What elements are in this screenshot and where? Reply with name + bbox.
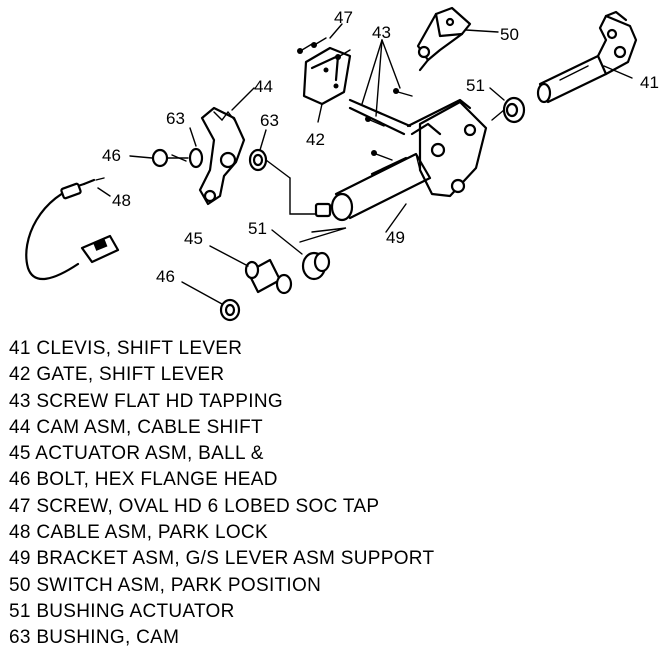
legend-item: 42 GATE, SHIFT LEVER (9, 364, 225, 386)
callout-43: 43 (372, 23, 391, 42)
legend-item: 41 CLEVIS, SHIFT LEVER (9, 338, 243, 359)
callout-46-upper: 46 (102, 146, 121, 165)
legend-item: 49 BRACKET ASM, G/S LEVER ASM SUPPORT (9, 548, 435, 570)
legend-item: 47 SCREW, OVAL HD 6 LOBED SOC TAP (9, 495, 380, 517)
part-46-bolt-lower (219, 298, 241, 322)
callout-47: 47 (334, 8, 353, 27)
part-63-bushing-cam-left (188, 147, 204, 169)
part-51-bushing-actuator-upper (491, 96, 526, 124)
part-46-bolt-upper (151, 148, 189, 168)
callout-49: 49 (386, 228, 405, 247)
callout-63-right: 63 (260, 111, 279, 130)
part-50-switch-park-position (416, 6, 472, 72)
part-41-clevis-shift-lever (536, 10, 638, 104)
legend-item: 45 ACTUATOR ASM, BALL & (9, 443, 264, 465)
callout-48: 48 (112, 191, 131, 210)
legend-item: 43 SCREW FLAT HD TAPPING (9, 390, 283, 412)
legend-item: 46 BOLT, HEX FLANGE HEAD (9, 469, 278, 491)
callout-46-lower: 46 (156, 267, 175, 286)
part-44-cam-asm (198, 106, 246, 206)
callout-44: 44 (254, 77, 273, 96)
callout-51-lower: 51 (248, 219, 267, 238)
part-63-bushing-cam-right (248, 148, 291, 179)
part-42-gate-shift-lever (302, 46, 352, 106)
parts-legend: 41 CLEVIS, SHIFT LEVER 42 GATE, SHIFT LE… (9, 336, 434, 652)
legend-item: 63 BUSHING, CAM (9, 627, 180, 649)
part-48-cable-park-lock (25, 177, 120, 281)
legend-item: 50 SWITCH ASM, PARK POSITION (9, 574, 322, 596)
leader-lines (97, 23, 633, 305)
part-47-screws (297, 37, 351, 60)
callout-63-left: 63 (166, 109, 185, 128)
callout-41: 41 (640, 73, 659, 92)
callout-51-upper: 51 (466, 76, 485, 95)
legend-item: 48 CABLE ASM, PARK LOCK (9, 522, 268, 544)
exploded-parts-diagram: 47 43 50 41 51 44 42 63 63 46 48 51 49 4… (25, 6, 659, 322)
callout-50: 50 (500, 25, 519, 44)
part-45-actuator-asm (244, 258, 293, 295)
part-51-bushing-actuator-lower (299, 227, 347, 281)
part-49-bracket-asm (289, 98, 488, 222)
callout-42: 42 (306, 130, 325, 149)
legend-item: 51 BUSHING ACTUATOR (9, 600, 235, 622)
callout-45: 45 (184, 229, 203, 248)
legend-item: 44 CAM ASM, CABLE SHIFT (9, 416, 263, 438)
